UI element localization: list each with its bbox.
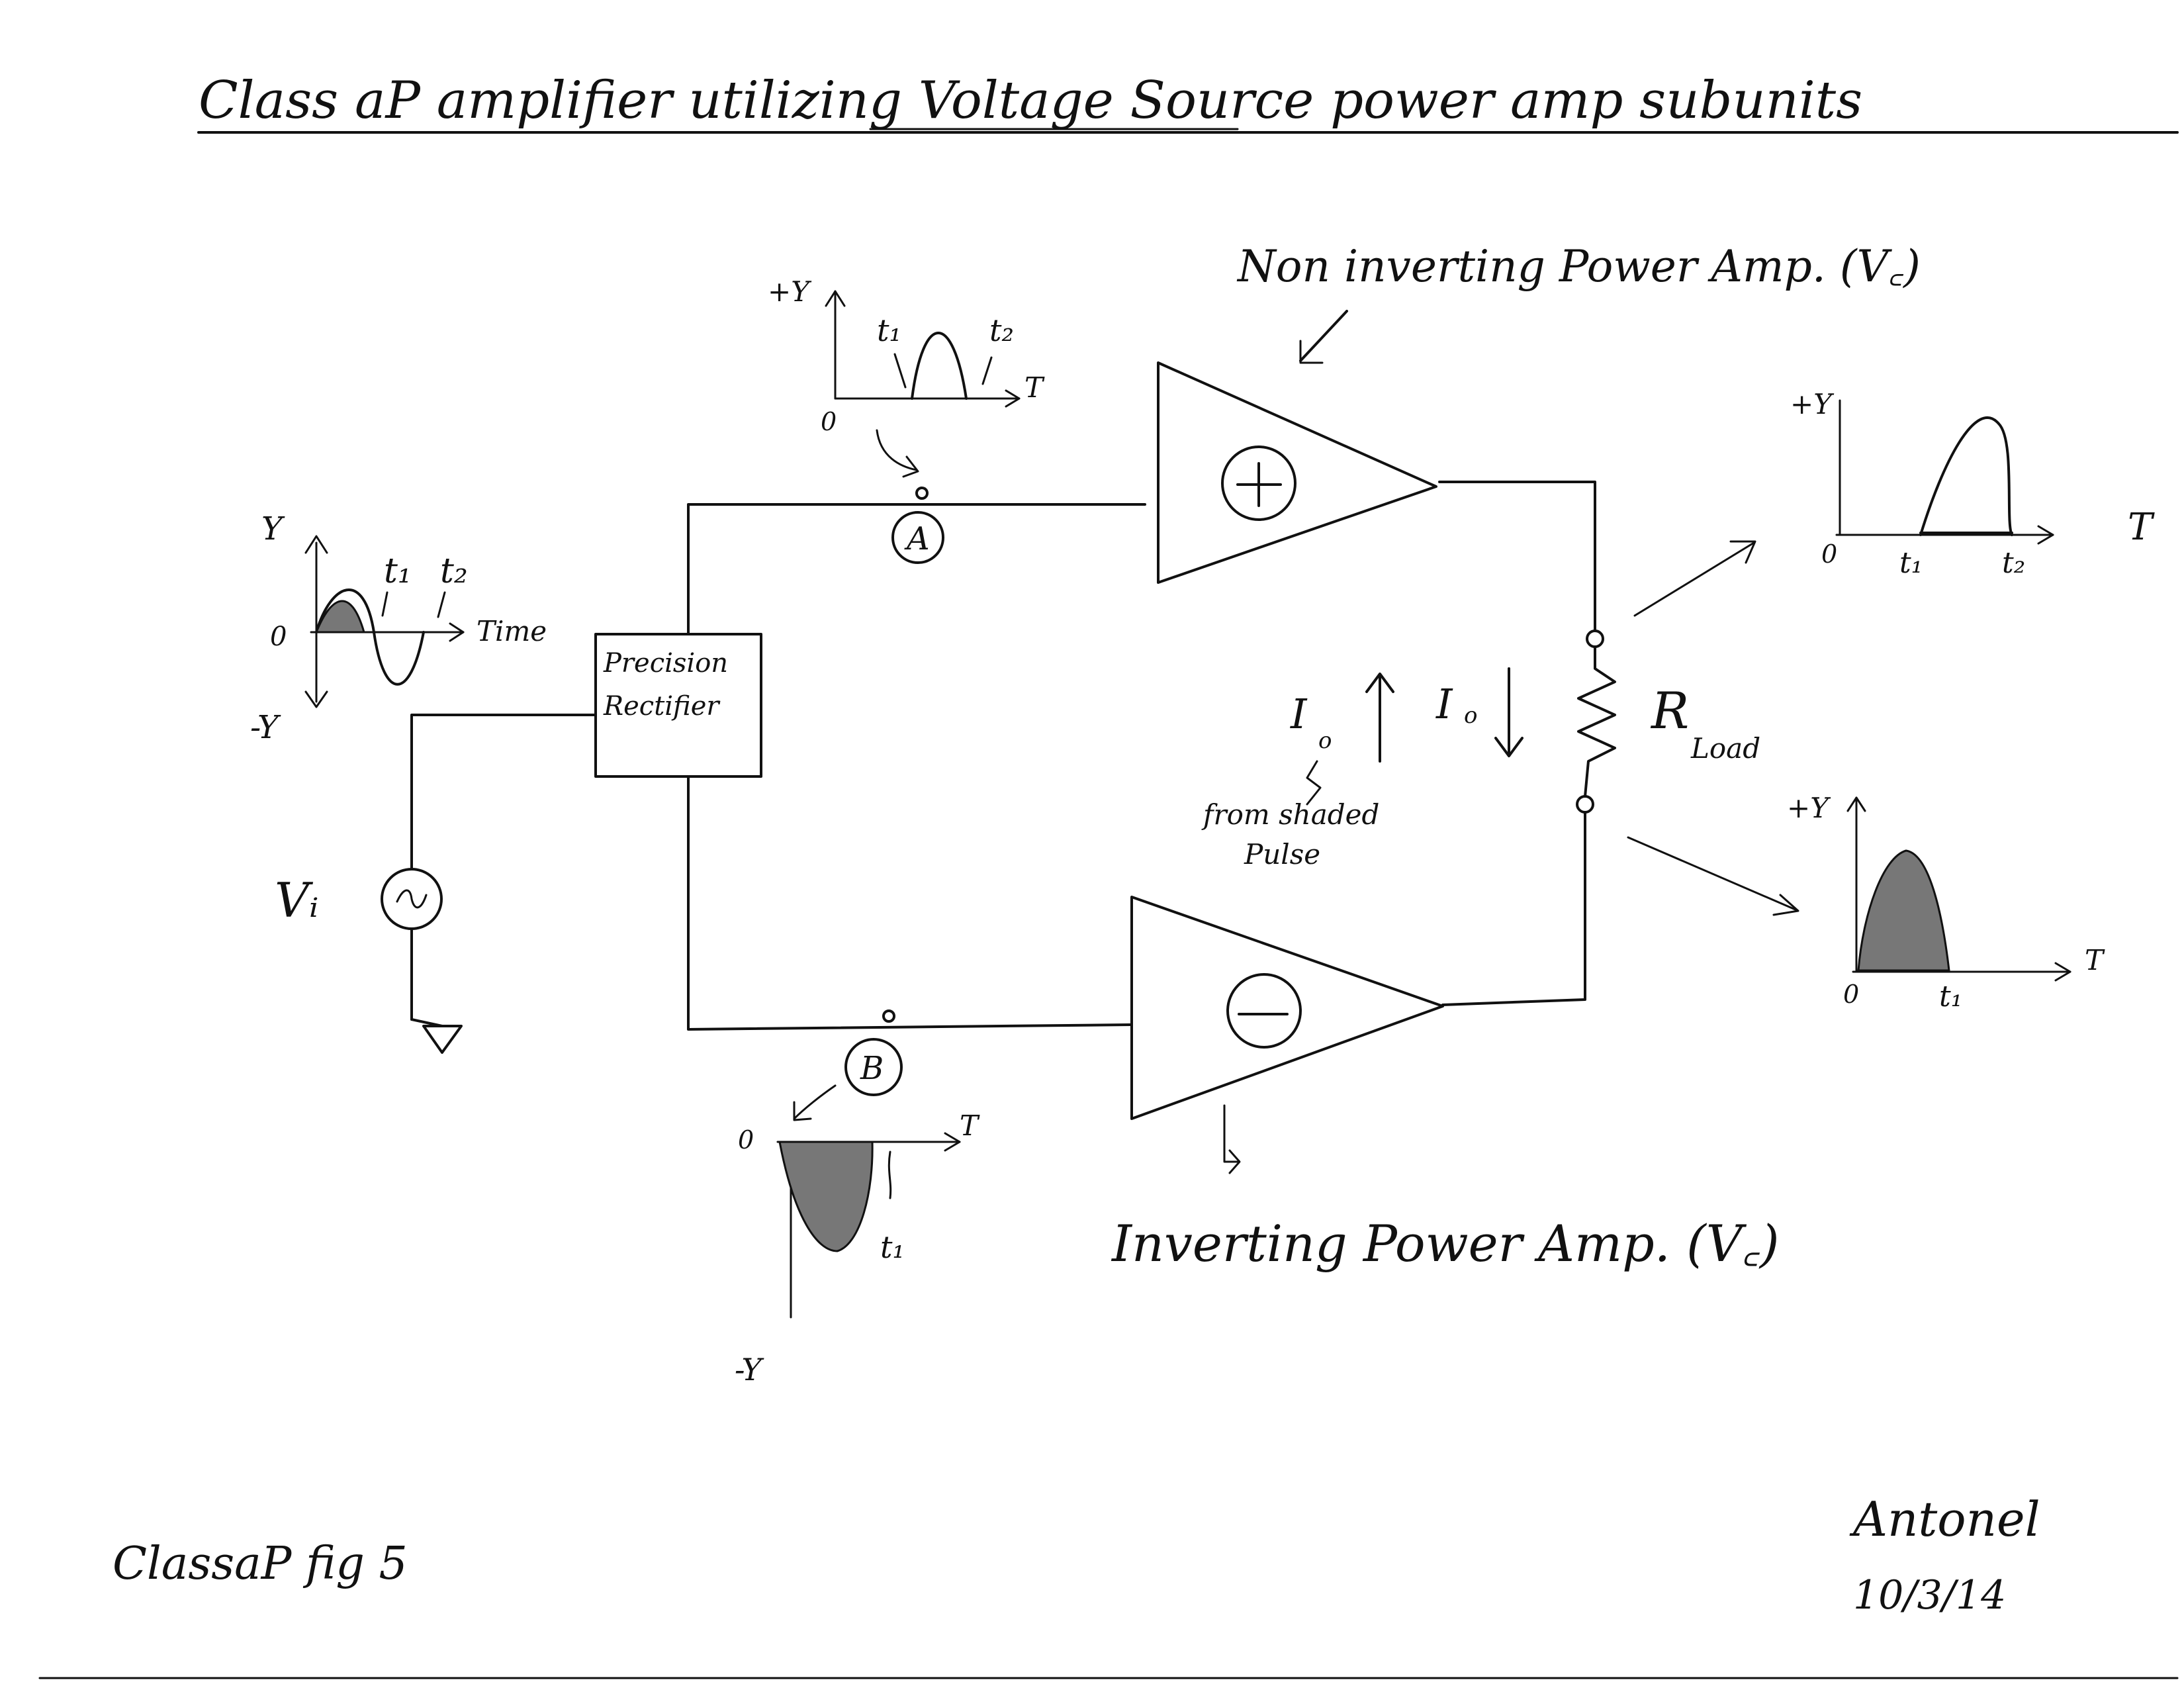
input-t1-label: t₁ — [384, 551, 412, 591]
output-arrow-lower — [1627, 836, 1798, 912]
inverting-power-amp — [1130, 896, 1444, 1120]
input-y-label: Y — [261, 510, 285, 547]
node-a-t1-label: t₁ — [877, 312, 901, 348]
node-b-origin-label: 0 — [738, 1125, 754, 1154]
out-upper-t2-label: t₂ — [2002, 546, 2025, 580]
non-inverting-power-amp — [1157, 361, 1437, 584]
input-neg-y-label: -Y — [250, 709, 281, 746]
out-upper-t1-label: t₁ — [1899, 546, 1923, 580]
node-a-label: A — [904, 520, 930, 557]
vi-label: Vᵢ — [275, 872, 318, 928]
current-down-label: I — [1435, 680, 1453, 728]
node-a-t-axis-label: T — [1024, 371, 1045, 404]
node-a-dot — [915, 487, 929, 500]
minus-symbol-circle — [1226, 973, 1302, 1049]
wire-non-inverting-output — [1438, 481, 1596, 637]
non-inverting-label-arrow — [1299, 310, 1348, 362]
node-b-marker — [844, 1038, 903, 1096]
input-waveform: Y -Y 0 t₁ t₂ Time — [250, 510, 547, 746]
note-line2: Pulse — [1244, 838, 1320, 870]
node-b-label: B — [860, 1050, 884, 1087]
input-origin-label: 0 — [270, 622, 287, 652]
plus-symbol-circle — [1221, 445, 1297, 521]
rectifier-label-line1: Precision — [603, 648, 728, 679]
out-lower-y-label: +Y — [1787, 792, 1831, 824]
current-up-sub: o — [1318, 727, 1332, 754]
wire-rectifier-bottom — [687, 775, 1132, 1031]
note-pointer — [1306, 760, 1322, 806]
signature-date: 10/3/14 — [1853, 1572, 2006, 1618]
current-down-sub: o — [1464, 702, 1477, 729]
ground-symbol — [422, 1025, 463, 1054]
voltage-source: Vᵢ — [275, 868, 443, 930]
current-up-label: I — [1290, 690, 1308, 738]
node-b-waveform: 0 T -Y t₁ — [735, 1109, 980, 1387]
output-waveform-lower: +Y 0 t₁ T — [1787, 792, 2105, 1013]
node-b-t1-label: t₁ — [880, 1229, 905, 1265]
wire-source-to-rectifier — [410, 714, 597, 870]
node-b-neg-y-label: -Y — [735, 1352, 764, 1387]
out-lower-t1-label: t₁ — [1939, 980, 1962, 1013]
load-terminal-top — [1586, 630, 1604, 648]
input-time-label: Time — [477, 615, 547, 647]
node-a-y-label: +Y — [768, 275, 812, 308]
out-upper-y-label: +Y — [1790, 388, 1835, 420]
node-b-dot — [882, 1009, 895, 1023]
output-waveform-upper: +Y 0 t₁ t₂ T — [1790, 388, 2155, 580]
node-a-origin-label: 0 — [821, 407, 837, 436]
load-terminal-bottom — [1576, 795, 1594, 814]
load-resistor — [1577, 645, 1616, 798]
out-lower-t-axis-label: T — [2085, 944, 2105, 976]
inverting-label-arrow — [1223, 1104, 1239, 1163]
load-label-r: R — [1650, 681, 1689, 740]
wire-inverting-output — [1441, 806, 1586, 1006]
inverting-amp-label: Inverting Power Amp. (V꜀) — [1111, 1214, 1780, 1273]
node-b-t-axis-label: T — [960, 1109, 980, 1142]
out-lower-origin-label: 0 — [1843, 980, 1859, 1009]
load-label-sub: Load — [1690, 732, 1760, 765]
wire-rectifier-top — [687, 503, 1146, 635]
out-upper-t-axis-label: T — [2128, 506, 2155, 549]
rectifier-label-line2: Rectifier — [603, 691, 721, 722]
non-inverting-amp-label: Non inverting Power Amp. (V꜀) — [1236, 241, 1921, 292]
precision-rectifier: Precision Rectifier — [594, 633, 762, 778]
signature: Antonel — [1849, 1491, 2040, 1547]
node-a-marker — [891, 511, 944, 564]
input-t2-label: t₂ — [440, 551, 468, 591]
node-a-t2-label: t₂ — [989, 312, 1014, 348]
page-title: Class aP amplifier utilizing Voltage Sou… — [199, 71, 1862, 130]
figure-label: ClassaP fig 5 — [113, 1538, 408, 1590]
out-upper-origin-label: 0 — [1821, 539, 1837, 569]
note-line1: from shaded — [1201, 798, 1379, 831]
node-a-waveform: +Y 0 t₁ t₂ T — [768, 275, 1045, 436]
output-arrow-upper — [1633, 541, 1755, 617]
